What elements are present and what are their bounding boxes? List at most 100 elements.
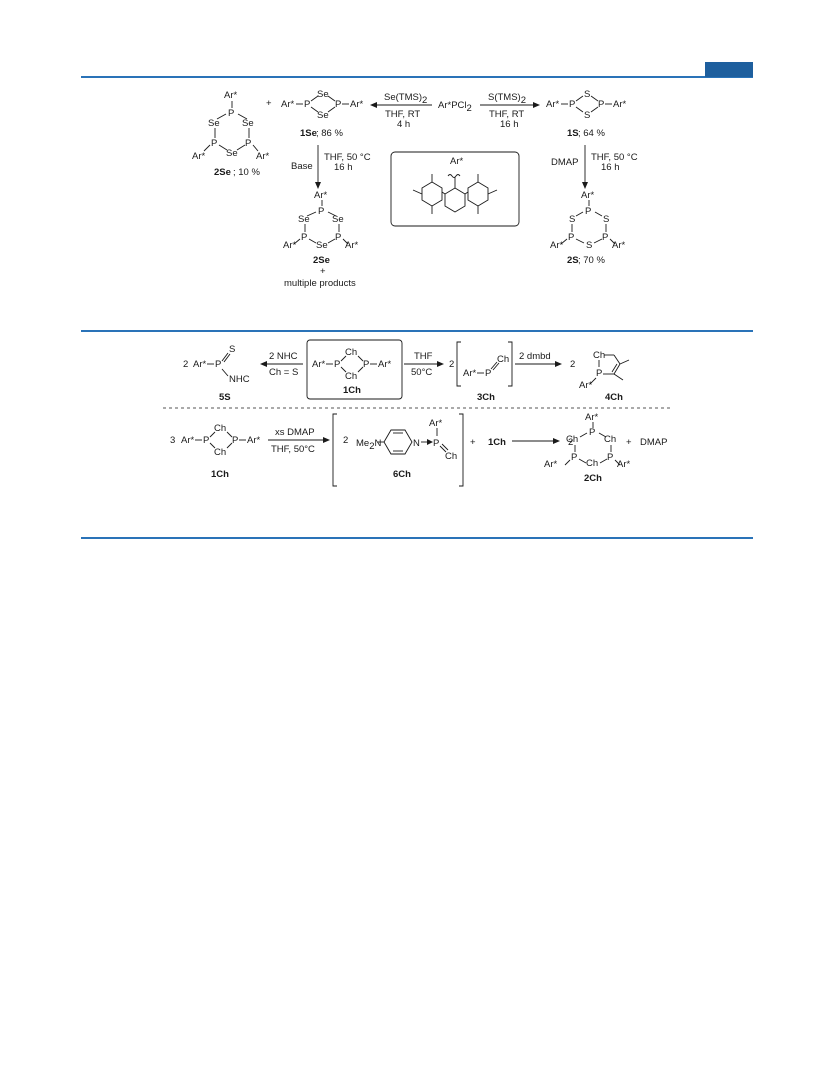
atom-ch: Ch (445, 451, 457, 462)
atom-p: P (211, 138, 217, 149)
atom-p: P (318, 206, 324, 217)
yield-text: ; 10 % (233, 167, 260, 178)
atom-p: P (607, 452, 613, 463)
reagent-text: Base (291, 161, 313, 172)
compound-label: 1Ch (343, 385, 361, 396)
plus-sign: + (266, 98, 272, 109)
reagent-text: 2 NHC (269, 351, 298, 362)
atom-ar: Ar* (192, 151, 206, 162)
atom-ar: Ar* (193, 359, 207, 370)
reagent-text: THF (414, 351, 433, 362)
ring-1se: Ar* P Se Se P Ar* 1Se ; 86 % (281, 89, 364, 139)
atom-se: Se (226, 148, 238, 159)
atom-ar: Ar* (283, 240, 297, 251)
atom-p: P (602, 232, 608, 243)
atom-s: S (586, 240, 592, 251)
svg-text:Me2N: Me2N (356, 438, 382, 452)
ar-definition-box (390, 151, 520, 227)
intermediate-6ch: 2 Me2N N P Ar* Ch 6Ch (332, 413, 464, 487)
atom-se: Se (208, 118, 220, 129)
product-2ch: 2 Ar* P Ch Ch P P Ch Ar* Ar* 2Ch (544, 412, 631, 484)
scheme-bottom-rule (81, 537, 753, 539)
reagent-text: S(TMS)2 (488, 92, 526, 106)
condition-text: 50°C (411, 367, 432, 378)
coefficient: 2 (568, 437, 573, 448)
atom-se: Se (242, 118, 254, 129)
coefficient: 2 (570, 359, 575, 370)
reagent-text: DMAP (551, 157, 578, 168)
section-tab (705, 62, 753, 77)
header-rule (81, 76, 753, 78)
ring-2se-bottom: Ar* P Se Se P P Se Ar* Ar* 2Se + multipl… (283, 190, 359, 289)
compound-label: 4Ch (605, 392, 623, 403)
atom-ar: Ar* (181, 435, 195, 446)
compound-label: 2Ch (584, 473, 602, 484)
coefficient: 3 (170, 435, 175, 446)
atom-p: P (245, 138, 251, 149)
atom-p: P (335, 232, 341, 243)
condition-text: 16 h (601, 162, 620, 173)
atom-ch: Ch (345, 371, 357, 382)
atom-ar: Ar* (581, 190, 595, 201)
atom-ar: Ar* (546, 99, 560, 110)
compound-label: 2Se (214, 167, 231, 178)
atom-se: Se (332, 214, 344, 225)
starting-material: Ar*PCl2 (438, 100, 472, 114)
coefficient: 2 (183, 359, 188, 370)
reagent-text: 2 dmbd (519, 351, 551, 362)
condition-text: THF, RT (489, 109, 524, 120)
atom-p: P (304, 99, 310, 110)
condition-text: THF, 50 °C (591, 152, 638, 163)
atom-ch: Ch (586, 458, 598, 469)
coefficient: 2 (343, 435, 348, 446)
yield-text: ; 64 % (578, 128, 605, 139)
condition-text: THF, 50 °C (324, 152, 371, 163)
atom-s: S (584, 89, 590, 100)
plus-sign: + (320, 266, 326, 277)
yield-text: ; 70 % (578, 255, 605, 266)
byproduct-dmap: DMAP (640, 437, 667, 448)
atom-ar: Ar* (224, 90, 238, 101)
atom-ar: Ar* (617, 459, 631, 470)
atom-p: P (203, 435, 209, 446)
compound-label: 1Ch (488, 437, 506, 448)
atom-ar: Ar* (579, 380, 593, 391)
atom-p: P (589, 427, 595, 438)
atom-ch: Ch (345, 347, 357, 358)
atom-ar: Ar* (378, 359, 392, 370)
compound-label: 6Ch (393, 469, 411, 480)
compound-1ch: Ar* P Ch Ch P Ar* 1Ch (312, 347, 392, 396)
atom-p: P (585, 206, 591, 217)
product-note: multiple products (284, 278, 356, 289)
atom-p: P (568, 232, 574, 243)
compound-label: 2S (567, 255, 579, 266)
reaction-scheme-2: 2 Ar* P S NHC 5S 2 NHC Ch = S Ar* P Ch C… (163, 339, 670, 487)
atom-se: Se (298, 214, 310, 225)
atom-ar: Ar* (544, 459, 558, 470)
atom-ar: Ar* (247, 435, 261, 446)
atom-ar: Ar* (585, 412, 599, 423)
atom-p: P (571, 452, 577, 463)
coefficient: 2 (449, 359, 454, 370)
atom-ar: Ar* (350, 99, 364, 110)
reactant-1ch: 3 Ar* P Ch Ch P Ar* 1Ch (170, 423, 261, 480)
reaction-scheme-1: Ar* P Se Se P P Se Ar* Ar* 2Se ; 10 % + … (192, 89, 638, 289)
atom-s: S (229, 344, 235, 355)
condition-text: Ch = S (269, 367, 298, 378)
atom-s: S (569, 214, 575, 225)
ring-1s: Ar* P S S P Ar* 1S ; 64 % (546, 89, 627, 139)
atom-p: P (569, 99, 575, 110)
atom-se: Se (317, 110, 329, 121)
atom-ch: Ch (214, 423, 226, 434)
plus-sign: + (626, 437, 632, 448)
atom-p: P (363, 359, 369, 370)
atom-se: Se (317, 89, 329, 100)
compound-label: 1Ch (211, 469, 229, 480)
atom-ch: Ch (497, 354, 509, 365)
reagent-text: xs DMAP (275, 427, 315, 438)
atom-se: Se (316, 240, 328, 251)
atom-p: P (215, 359, 221, 370)
atom-ch: Ch (593, 350, 605, 361)
intermediate-3ch: 2 Ar* P Ch 3Ch (449, 341, 513, 403)
atom-p: P (433, 438, 439, 449)
